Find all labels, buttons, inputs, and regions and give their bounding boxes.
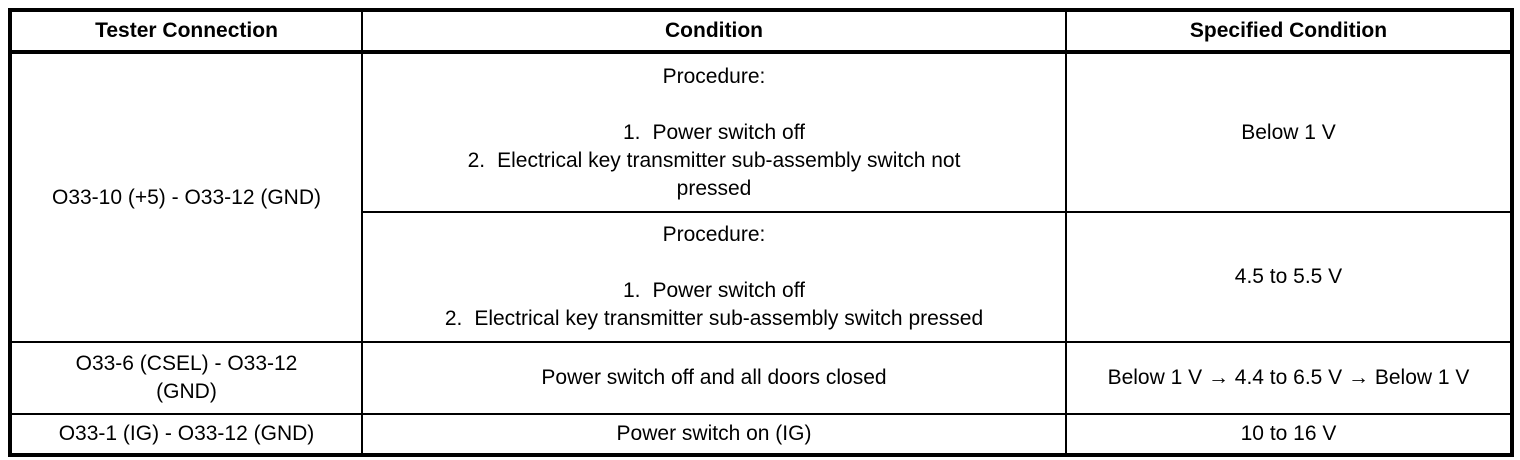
cell-condition-procedure-2: Procedure: 1. Power switch off 2. Electric… [361, 211, 1067, 343]
tester-connection-text: O33-6 (CSEL) - O33-12 (GND) [75, 352, 298, 403]
cell-specified-condition-2: 4.5 to 5.5 V [1065, 211, 1513, 343]
table-row: O33-1 (IG) - O33-12 (GND) Power switch o… [9, 413, 1513, 456]
spec-table: Tester Connection Condition Specified Co… [8, 8, 1514, 457]
procedure-label: Procedure: [662, 223, 766, 246]
header-row: Tester Connection Condition Specified Co… [9, 9, 1513, 54]
procedure-step-text: Electrical key transmitter sub-assembly … [497, 148, 961, 200]
table-row: O33-10 (+5) - O33-12 (GND) Procedure: 1.… [9, 51, 1513, 343]
specified-condition-text: 10 to 16 V [1240, 422, 1337, 445]
specified-condition-text: Below 1 V [1241, 120, 1336, 144]
condition-text: Power switch on (IG) [616, 422, 812, 445]
header-tester-connection: Tester Connection [9, 9, 363, 54]
specified-condition-text: Below 1 V → 4.4 to 6.5 V → Below 1 V [1107, 366, 1470, 389]
procedure-step-text: Power switch off [652, 279, 806, 302]
procedure-step: 1. Power switch off [436, 119, 992, 147]
procedure-step-text: Electrical key transmitter sub-assembly … [474, 307, 984, 330]
procedure-step: 1. Power switch off [436, 277, 992, 305]
tester-connection-text: O33-1 (IG) - O33-12 (GND) [58, 422, 315, 445]
cell-condition-o33-6: Power switch off and all doors closed [361, 341, 1067, 415]
specified-condition-text: 4.5 to 5.5 V [1234, 265, 1343, 288]
procedure-step: 2. Electrical key transmitter sub-assembl… [436, 147, 992, 203]
cell-tester-connection-o33-1: O33-1 (IG) - O33-12 (GND) [9, 413, 363, 456]
table-row: Procedure: 1. Power switch off 2. Electric… [10, 211, 1513, 343]
cell-tester-connection-o33-10: O33-10 (+5) - O33-12 (GND) [9, 51, 363, 343]
cell-specified-condition-o33-1: 10 to 16 V [1065, 413, 1513, 456]
header-condition: Condition [361, 9, 1067, 54]
tester-connection-text: O33-10 (+5) - O33-12 (GND) [51, 185, 321, 209]
cell-specified-condition-1: Below 1 V [1065, 51, 1513, 213]
cell-tester-connection-o33-6: O33-6 (CSEL) - O33-12 (GND) [9, 341, 363, 415]
cell-condition-procedure-1: Procedure: 1. Power switch off 2. Electric… [361, 51, 1067, 213]
procedure-label: Procedure: [662, 64, 766, 88]
procedure-step-number: 2. [467, 148, 486, 172]
cell-specified-condition-o33-6: Below 1 V → 4.4 to 6.5 V → Below 1 V [1065, 341, 1513, 415]
procedure-step-number: 1. [622, 120, 641, 144]
header-specified-condition: Specified Condition [1065, 9, 1513, 54]
procedure-step: 2. Electrical key transmitter sub-assembl… [436, 305, 992, 333]
cell-condition-o33-1: Power switch on (IG) [361, 413, 1067, 456]
table-row: O33-6 (CSEL) - O33-12 (GND) Power switch… [9, 341, 1513, 415]
condition-text: Power switch off and all doors closed [541, 366, 887, 389]
procedure-step-number: 2. [444, 307, 463, 330]
procedure-step-number: 1. [622, 279, 641, 302]
procedure-step-text: Power switch off [652, 120, 806, 144]
